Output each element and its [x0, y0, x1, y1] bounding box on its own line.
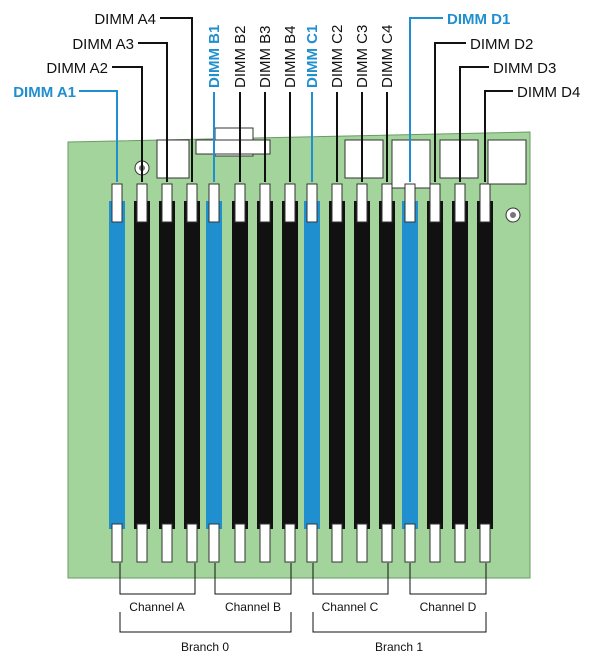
dimm-slot-d3 [452, 183, 468, 563]
dimm-slot-c1 [304, 183, 320, 563]
callout-line-a2 [112, 66, 143, 182]
label-dimm-c4: DIMM C4 [379, 25, 396, 88]
bracket-channel-d [409, 563, 487, 595]
label-dimm-b1: DIMM B1 [206, 25, 223, 88]
dimm-slot-a4 [184, 183, 200, 563]
label-dimm-c3: DIMM C3 [354, 25, 371, 88]
label-dimm-a2: DIMM A2 [46, 60, 108, 77]
dimm-slot-c2 [329, 183, 345, 563]
dimm-slot-a2 [134, 183, 150, 563]
label-dimm-a4: DIMM A4 [94, 11, 156, 28]
label-dimm-a3: DIMM A3 [72, 36, 134, 53]
label-branch-0: Branch 0 [181, 640, 229, 654]
dimm-slot-b2 [232, 183, 248, 563]
dimm-slot-b1 [206, 183, 222, 563]
callout-line-d4 [484, 90, 513, 182]
label-dimm-d1: DIMM D1 [447, 11, 510, 28]
label-channel-c: Channel C [322, 600, 379, 614]
label-dimm-b4: DIMM B4 [282, 25, 299, 88]
label-channel-d: Channel D [420, 600, 477, 614]
bracket-channel-c [312, 563, 389, 595]
callout-line-a3 [138, 42, 168, 182]
label-channel-a: Channel A [129, 600, 184, 614]
bracket-channel-b [214, 563, 292, 595]
dimm-slot-b4 [282, 183, 298, 563]
callout-line-a1 [79, 90, 118, 182]
label-dimm-d4: DIMM D4 [517, 84, 580, 101]
dimm-slot-d2 [427, 183, 443, 563]
bracket-channel-a [119, 563, 196, 595]
label-branch-1: Branch 1 [375, 640, 423, 654]
dimm-slot-c4 [379, 183, 395, 563]
dimm-slot-b3 [257, 183, 273, 563]
label-dimm-b3: DIMM B3 [257, 25, 274, 88]
dimm-slot-d1 [402, 183, 418, 563]
dimm-slot-c3 [354, 183, 370, 563]
dimm-slot-a3 [159, 183, 175, 563]
label-dimm-c1: DIMM C1 [304, 25, 321, 88]
dimm-slot-d4 [477, 183, 493, 563]
label-dimm-b2: DIMM B2 [232, 25, 249, 88]
label-dimm-d2: DIMM D2 [470, 36, 533, 53]
label-channel-b: Channel B [225, 600, 281, 614]
label-dimm-c2: DIMM C2 [329, 25, 346, 88]
bracket-branch-1 [312, 612, 487, 633]
callout-line-d1 [409, 17, 443, 182]
label-dimm-a1: DIMM A1 [13, 84, 76, 101]
bracket-branch-0 [119, 612, 292, 633]
dimm-slot-a1 [109, 183, 125, 563]
callout-line-d2 [434, 42, 466, 182]
mounting-hole [505, 207, 521, 223]
label-dimm-d3: DIMM D3 [493, 60, 556, 77]
callout-line-d3 [459, 66, 489, 182]
callout-line-a4 [160, 17, 193, 182]
